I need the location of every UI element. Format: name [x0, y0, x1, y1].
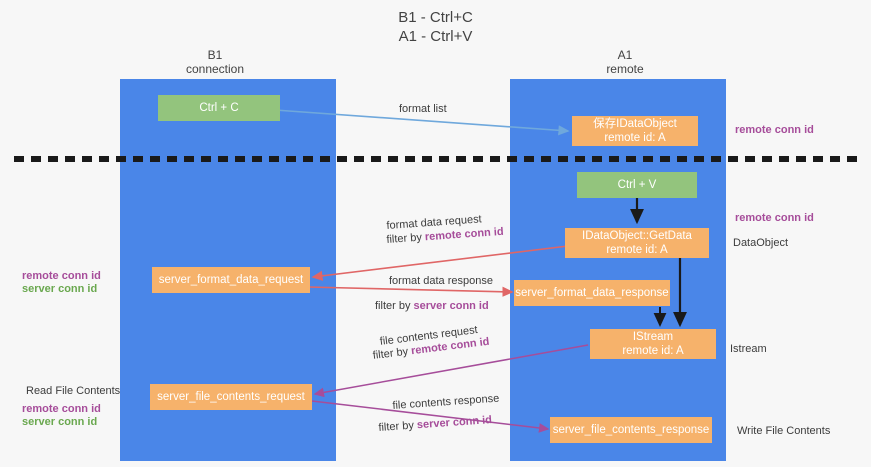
- node-ctrl-c-label: Ctrl + C: [199, 102, 239, 114]
- lane-header-a1: A1 remote: [565, 48, 685, 76]
- filter-prefix-2: filter by: [375, 300, 414, 312]
- node-idataobject-getdata[interactable]: IDataObject::GetData remote id: A: [565, 228, 709, 258]
- edge-label-format-data-response: format data response: [389, 275, 493, 287]
- node-server-format-data-response-label: server_format_data_response: [515, 287, 669, 299]
- node-ctrl-c[interactable]: Ctrl + C: [158, 95, 280, 121]
- node-istream-line2: remote id: A: [622, 345, 684, 357]
- lane-header-a1-name: A1: [617, 48, 633, 62]
- side-label-right-istream: Istream: [730, 343, 767, 355]
- side-label-left-server-conn-id: server conn id: [22, 283, 98, 295]
- node-getdata-line2: remote id: A: [606, 244, 668, 256]
- edge-label-format-data-response-filter: filter by server conn id: [375, 299, 489, 313]
- lane-header-a1-sub: remote: [606, 62, 644, 76]
- side-label-right-remote-conn-id-mid: remote conn id: [735, 212, 814, 224]
- filter-prefix-4: filter by: [378, 419, 418, 434]
- edge-label-file-contents-response: file contents response: [392, 392, 500, 412]
- side-label-left-remote-conn-id-2: remote conn id: [22, 403, 101, 415]
- node-server-file-contents-request-label: server_file_contents_request: [157, 391, 305, 403]
- node-ctrl-v[interactable]: Ctrl + V: [577, 172, 697, 198]
- node-server-format-data-request-label: server_format_data_request: [158, 274, 304, 286]
- node-ctrl-v-label: Ctrl + V: [617, 179, 657, 191]
- node-server-format-data-request[interactable]: server_format_data_request: [152, 267, 310, 293]
- filter-prefix-3: filter by: [372, 345, 412, 362]
- phase-divider: [14, 156, 860, 162]
- node-istream[interactable]: IStream remote id: A: [590, 329, 716, 359]
- filter-key-server-conn-id-1: server conn id: [413, 300, 489, 312]
- node-save-dataobject-line2: remote id: A: [604, 132, 666, 144]
- side-label-right-remote-conn-id-top: remote conn id: [735, 124, 814, 136]
- node-server-format-data-response[interactable]: server_format_data_response: [514, 280, 670, 306]
- edge-label-file-contents-response-filter: filter by server conn id: [378, 413, 492, 435]
- page-title: B1 - Ctrl+C A1 - Ctrl+V: [0, 8, 871, 46]
- lane-header-b1: B1 connection: [155, 48, 275, 76]
- title-line-2: A1 - Ctrl+V: [398, 28, 473, 45]
- node-server-file-contents-response[interactable]: server_file_contents_response: [550, 417, 712, 443]
- filter-key-remote-conn-id-1: remote conn id: [424, 225, 504, 244]
- lane-header-b1-sub: connection: [185, 62, 245, 76]
- filter-prefix-1: filter by: [386, 231, 426, 246]
- node-save-dataobject[interactable]: 保存IDataObject remote id: A: [572, 116, 698, 146]
- node-save-dataobject-line1: 保存IDataObject: [593, 118, 677, 130]
- side-label-right-dataobject: DataObject: [733, 237, 789, 249]
- node-server-file-contents-request[interactable]: server_file_contents_request: [150, 384, 312, 410]
- edge-label-format-list: format list: [399, 103, 447, 115]
- title-line-1: B1 - Ctrl+C: [398, 9, 473, 26]
- side-label-left-remote-conn-id: remote conn id: [22, 270, 101, 282]
- lane-header-b1-name: B1: [207, 48, 223, 62]
- node-istream-line1: IStream: [632, 331, 674, 343]
- side-label-right-write-file-contents: Write File Contents: [737, 425, 831, 437]
- node-getdata-line1: IDataObject::GetData: [582, 230, 692, 242]
- node-server-file-contents-response-label: server_file_contents_response: [552, 424, 710, 436]
- filter-key-server-conn-id-2: server conn id: [416, 414, 493, 432]
- side-label-read-file-contents: Read File Contents: [26, 385, 121, 397]
- side-label-left-server-conn-id-2: server conn id: [22, 416, 98, 428]
